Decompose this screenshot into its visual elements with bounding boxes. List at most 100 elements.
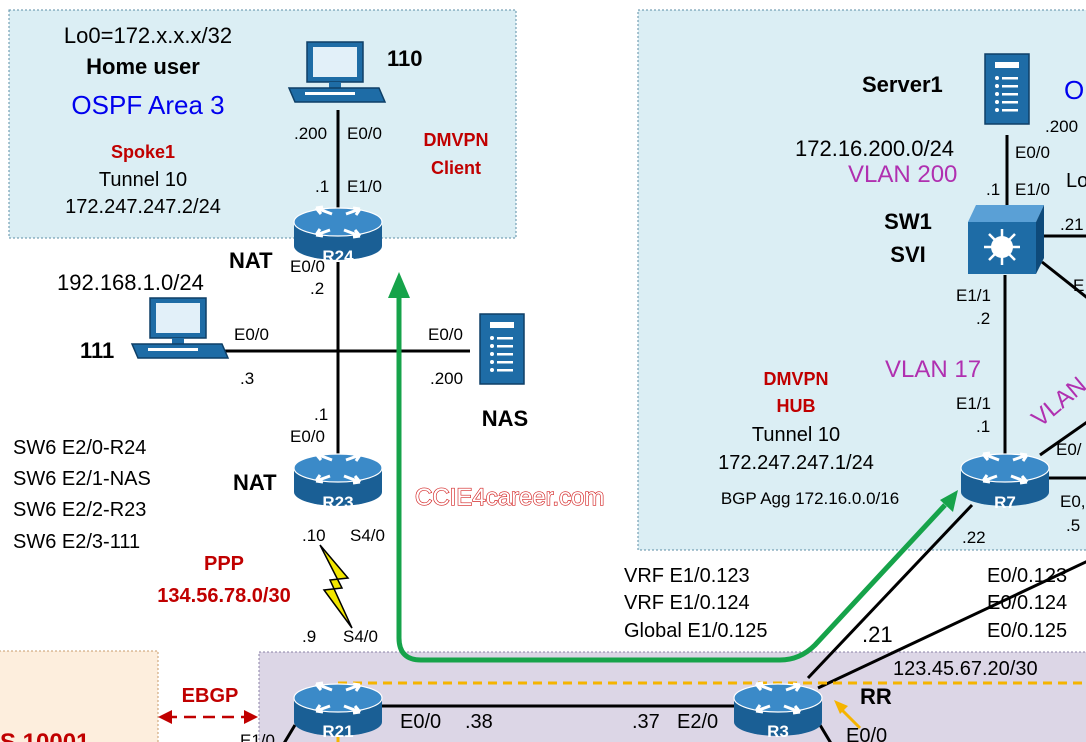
switch-note-3: SW6 E2/3-111 <box>13 531 140 553</box>
sw1-right-host: .21 <box>1060 215 1084 234</box>
sw1-right-partial-e: E <box>1073 276 1084 295</box>
r23-s-iface: S4/0 <box>350 526 385 545</box>
dmvpn-client-line2: Client <box>431 158 481 178</box>
sw1-label: SW1 <box>884 209 932 234</box>
r21-s-host: .9 <box>302 627 316 646</box>
nas-host: .200 <box>430 369 463 388</box>
dmvpn-green-path <box>396 292 947 663</box>
green-arrow-r7 <box>940 490 958 512</box>
spoke-tunnel-label: Tunnel 10 <box>99 169 187 191</box>
r24-bot-iface: E0/0 <box>290 257 325 276</box>
rr-arrow <box>838 706 862 730</box>
r21-e-host: .38 <box>465 711 493 733</box>
sw1-lo-label: Lo <box>1066 170 1086 192</box>
pc110-label: 110 <box>387 46 423 71</box>
r24-top-iface: E1/0 <box>347 177 382 196</box>
r23-s-host: .10 <box>302 526 326 545</box>
link-r21-down <box>283 724 297 742</box>
r7-name: R7 <box>994 493 1016 512</box>
green-arrow-up <box>388 272 410 298</box>
as-partial-label: S 10001 <box>0 729 89 742</box>
r23-name: R23 <box>322 493 353 512</box>
dmvpn-hub-line2: HUB <box>777 396 816 416</box>
vlan200-label: VLAN 200 <box>848 161 957 188</box>
server1-iface: E0/0 <box>1015 143 1050 162</box>
pc-111-icon[interactable] <box>131 297 229 359</box>
ebgp-arrow-right <box>244 710 258 724</box>
bottom-area-box <box>258 651 1086 742</box>
r24-name: R24 <box>322 247 354 266</box>
pc111-iface: E0/0 <box>234 325 269 344</box>
dmvpn-hub-line1: DMVPN <box>763 369 828 389</box>
r24-top-host: .1 <box>315 177 329 196</box>
r7-up-iface: E1/1 <box>956 394 991 413</box>
right-sub-1: E0/0.124 <box>987 592 1067 614</box>
server-subnet-label: 172.16.200.0/24 <box>795 136 954 161</box>
r24-bot-host: .2 <box>310 279 324 298</box>
r3-bot-iface: E0/0 <box>846 725 887 742</box>
server1-icon[interactable] <box>984 53 1030 125</box>
sw1-down-iface: E1/1 <box>956 286 991 305</box>
partial-o-label: O <box>1064 75 1084 105</box>
vrf-line-1: VRF E1/0.124 <box>624 592 750 614</box>
loopback-label: Lo0=172.x.x.x/32 <box>64 23 232 48</box>
vrf-line-0: VRF E1/0.123 <box>624 565 750 587</box>
sw1-top-host: .1 <box>986 180 1000 199</box>
r3-e-iface: E2/0 <box>677 711 718 733</box>
server1-label: Server1 <box>862 72 943 97</box>
link-r3-right <box>817 560 1086 690</box>
rr-arrowhead <box>834 700 848 714</box>
r7-right-iface-2: E0, <box>1060 492 1086 511</box>
vrf-line-2: Global E1/0.125 <box>624 620 767 642</box>
link-r3-r7 <box>806 503 974 680</box>
r7-right-host: .5 <box>1066 516 1080 535</box>
r21-name: R21 <box>322 722 353 741</box>
link-r7-diag <box>1039 420 1086 457</box>
switch-note-2: SW6 E2/2-R23 <box>13 499 146 521</box>
rr-dotted-line <box>336 681 1086 742</box>
right-sub-2: E0/0.125 <box>987 620 1067 642</box>
sw1-top-iface: E1/0 <box>1015 180 1050 199</box>
ppp-label: PPP <box>204 553 244 575</box>
link-r3-down <box>818 724 832 742</box>
ospf-area-label: OSPF Area 3 <box>71 90 224 120</box>
r7-bot-host: .22 <box>962 528 986 547</box>
right-sub-0: E0/0.123 <box>987 565 1067 587</box>
svi-label: SVI <box>890 242 925 267</box>
bottom-subnet-label: 123.45.67.20/30 <box>893 658 1038 680</box>
hub-tunnel-label: Tunnel 10 <box>752 424 840 446</box>
r24-nat-label: NAT <box>229 248 273 273</box>
link-sw1-diag <box>1041 260 1086 299</box>
left-area-box <box>8 9 517 239</box>
r23-top-host: .1 <box>314 405 328 424</box>
home-user-label: Home user <box>86 54 200 79</box>
nas-iface: E0/0 <box>428 325 463 344</box>
dmvpn-client-line1: DMVPN <box>423 130 488 150</box>
ebgp-label: EBGP <box>182 685 239 707</box>
pc110-host: .200 <box>294 124 327 143</box>
switch-note-0: SW6 E2/0-R24 <box>13 437 146 459</box>
nas-server-icon[interactable] <box>479 313 525 385</box>
switch-note-1: SW6 E2/1-NAS <box>13 468 151 490</box>
r3-name: R3 <box>767 722 789 741</box>
r7-right-iface-1: E0/ <box>1056 440 1082 459</box>
spoke1-label: Spoke1 <box>111 142 175 162</box>
r21-e-iface: E0/0 <box>400 711 441 733</box>
server1-host: .200 <box>1045 117 1078 136</box>
nas-label: NAS <box>482 406 528 431</box>
r3-r7-host: .21 <box>862 622 893 647</box>
serial-link-bolt <box>319 544 353 629</box>
r23-nat-label: NAT <box>233 470 277 495</box>
vlan17-label: VLAN 17 <box>885 356 981 383</box>
spoke-tunnel-ip-label: 172.247.247.2/24 <box>65 196 221 218</box>
ppp-subnet-label: 134.56.78.0/30 <box>157 585 290 607</box>
hub-tunnel-ip-label: 172.247.247.1/24 <box>718 452 874 474</box>
r21-s-iface: S4/0 <box>343 627 378 646</box>
sw1-switch-icon[interactable] <box>968 205 1044 274</box>
pc111-label: 111 <box>80 338 114 363</box>
pc110-iface: E0/0 <box>347 124 382 143</box>
watermark-text: CCIE4career.com <box>415 484 604 511</box>
bgp-agg-label: BGP Agg 172.16.0.0/16 <box>721 489 899 508</box>
pc111-host: .3 <box>240 369 254 388</box>
